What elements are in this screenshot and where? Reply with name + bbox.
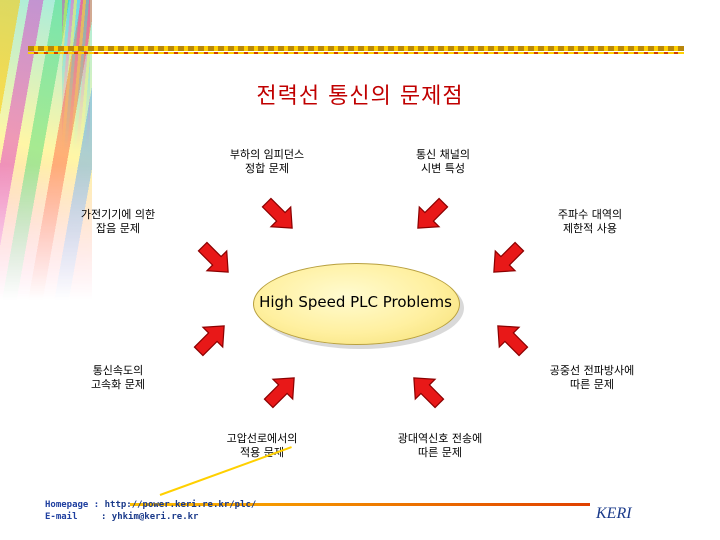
footer-email: E-mail : yhkim@keri.re.kr bbox=[45, 512, 198, 522]
node-line-1: 광대역신호 전송에 bbox=[397, 432, 483, 445]
node-line-2: 시변 특성 bbox=[421, 162, 465, 175]
node-radiation: 공중선 전파방사에 따른 문제 bbox=[530, 364, 654, 392]
brand-logo: KERI bbox=[596, 505, 632, 522]
arrow-icon bbox=[256, 192, 303, 239]
node-line-2: 따른 문제 bbox=[418, 446, 462, 459]
homepage-link[interactable]: http://power.keri.re.kr/plc/ bbox=[104, 500, 257, 510]
node-line-2: 따른 문제 bbox=[570, 378, 614, 391]
arrow-icon bbox=[407, 192, 454, 239]
top-divider-secondary bbox=[28, 52, 684, 54]
homepage-label: Homepage : bbox=[45, 500, 100, 510]
node-line-1: 공중선 전파방사에 bbox=[549, 364, 635, 377]
node-impedance-matching: 부하의 임피던스 정합 문제 bbox=[212, 148, 322, 176]
node-broadband-transmission: 광대역신호 전송에 따른 문제 bbox=[378, 432, 502, 460]
email-label: E-mail bbox=[45, 512, 78, 522]
arrow-icon bbox=[192, 236, 239, 283]
node-line-1: 가전기기에 의한 bbox=[80, 208, 156, 221]
node-speed-increase: 통신속도의 고속화 문제 bbox=[62, 364, 174, 392]
footer-divider bbox=[130, 503, 590, 506]
slide-title: 전력선 통신의 문제점 bbox=[256, 84, 464, 109]
center-label: High Speed PLC Problems bbox=[259, 293, 452, 311]
arrow-icon bbox=[188, 315, 235, 362]
arrow-icon bbox=[258, 367, 305, 414]
arrow-icon bbox=[403, 367, 450, 414]
node-high-voltage: 고압선로에서의 적용 문제 bbox=[206, 432, 318, 460]
footer-homepage: Homepage : http://power.keri.re.kr/plc/ bbox=[45, 500, 256, 510]
node-line-1: 통신 채널의 bbox=[415, 148, 471, 161]
corner-decoration-stripes bbox=[62, 0, 90, 150]
node-line-2: 적용 문제 bbox=[240, 446, 284, 459]
node-line-2: 제한적 사용 bbox=[562, 222, 618, 235]
node-line-1: 고압선로에서의 bbox=[226, 432, 298, 445]
node-line-2: 정합 문제 bbox=[245, 162, 289, 175]
node-line-1: 부하의 임피던스 bbox=[229, 148, 305, 161]
node-line-1: 주파수 대역의 bbox=[557, 208, 623, 221]
node-line-1: 통신속도의 bbox=[92, 364, 144, 377]
node-time-varying-channel: 통신 채널의 시변 특성 bbox=[388, 148, 498, 176]
arrow-icon bbox=[483, 236, 530, 283]
center-ellipse bbox=[253, 263, 460, 345]
arrow-icon bbox=[487, 315, 534, 362]
node-line-2: 잡음 문제 bbox=[96, 222, 140, 235]
top-divider bbox=[28, 46, 684, 51]
email-link[interactable]: : yhkim@keri.re.kr bbox=[100, 512, 199, 522]
node-appliance-noise: 가전기기에 의한 잡음 문제 bbox=[62, 208, 174, 236]
node-line-2: 고속화 문제 bbox=[90, 378, 146, 391]
node-band-limitation: 주파수 대역의 제한적 사용 bbox=[534, 208, 646, 236]
